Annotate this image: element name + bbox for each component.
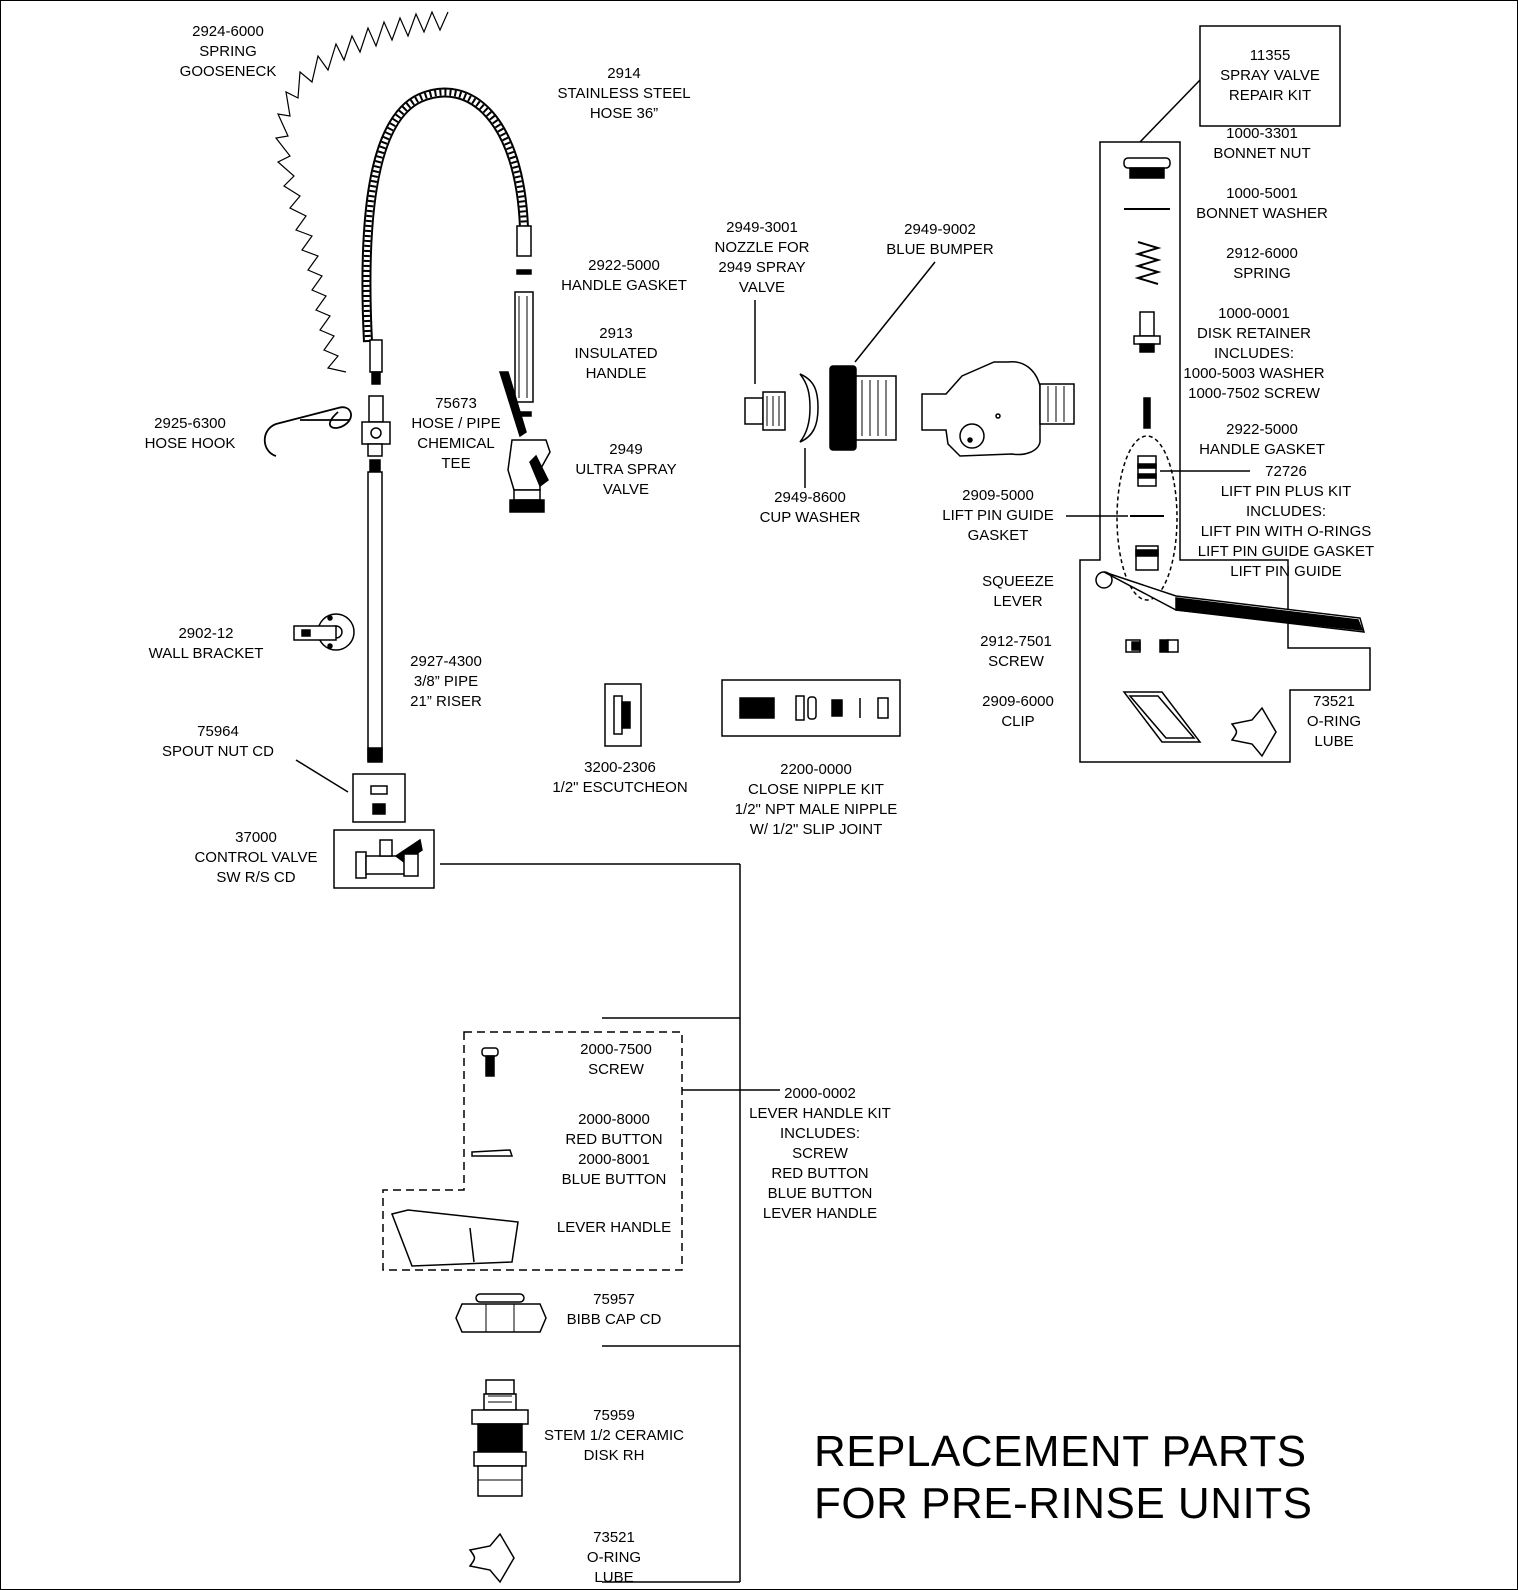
repair-kit-parts [1066, 157, 1366, 758]
hose-hook-drawing [263, 406, 352, 457]
o-ring-lube-drawing [468, 1532, 515, 1584]
valve-body-drawing [921, 361, 1075, 457]
control-valve-drawing [333, 829, 740, 889]
nozzle-drawing [744, 300, 786, 431]
pipe-riser-drawing [367, 471, 383, 763]
insulated-handle-drawing [514, 269, 534, 417]
label-lever-handle: LEVER HANDLE [556, 1219, 672, 1236]
spout-nut-drawing [295, 759, 406, 823]
stainless-hose-drawing [361, 87, 532, 385]
spring-gooseneck-drawing [274, 10, 449, 373]
title-line-2: FOR PRE-RINSE UNITS [814, 1479, 1313, 1528]
close-nipple-kit-drawing [721, 679, 901, 737]
title-line-1: REPLACEMENT PARTS [814, 1427, 1307, 1476]
bibb-cap-drawing [455, 1293, 547, 1333]
wall-bracket-drawing [293, 613, 355, 651]
lever-handle-kit-outline [382, 1031, 683, 1271]
escutcheon-drawing [604, 683, 642, 747]
connector-lines [602, 864, 780, 1583]
spray-valve-drawing [498, 371, 551, 513]
stem-drawing [471, 1379, 529, 1497]
repair-kit-outline [1079, 25, 1371, 763]
cup-washer-drawing [799, 373, 819, 488]
chemical-tee-drawing [361, 395, 391, 473]
blue-bumper-drawing [829, 261, 936, 451]
diagram-title: REPLACEMENT PARTS FOR PRE-RINSE UNITS [814, 1426, 1312, 1530]
